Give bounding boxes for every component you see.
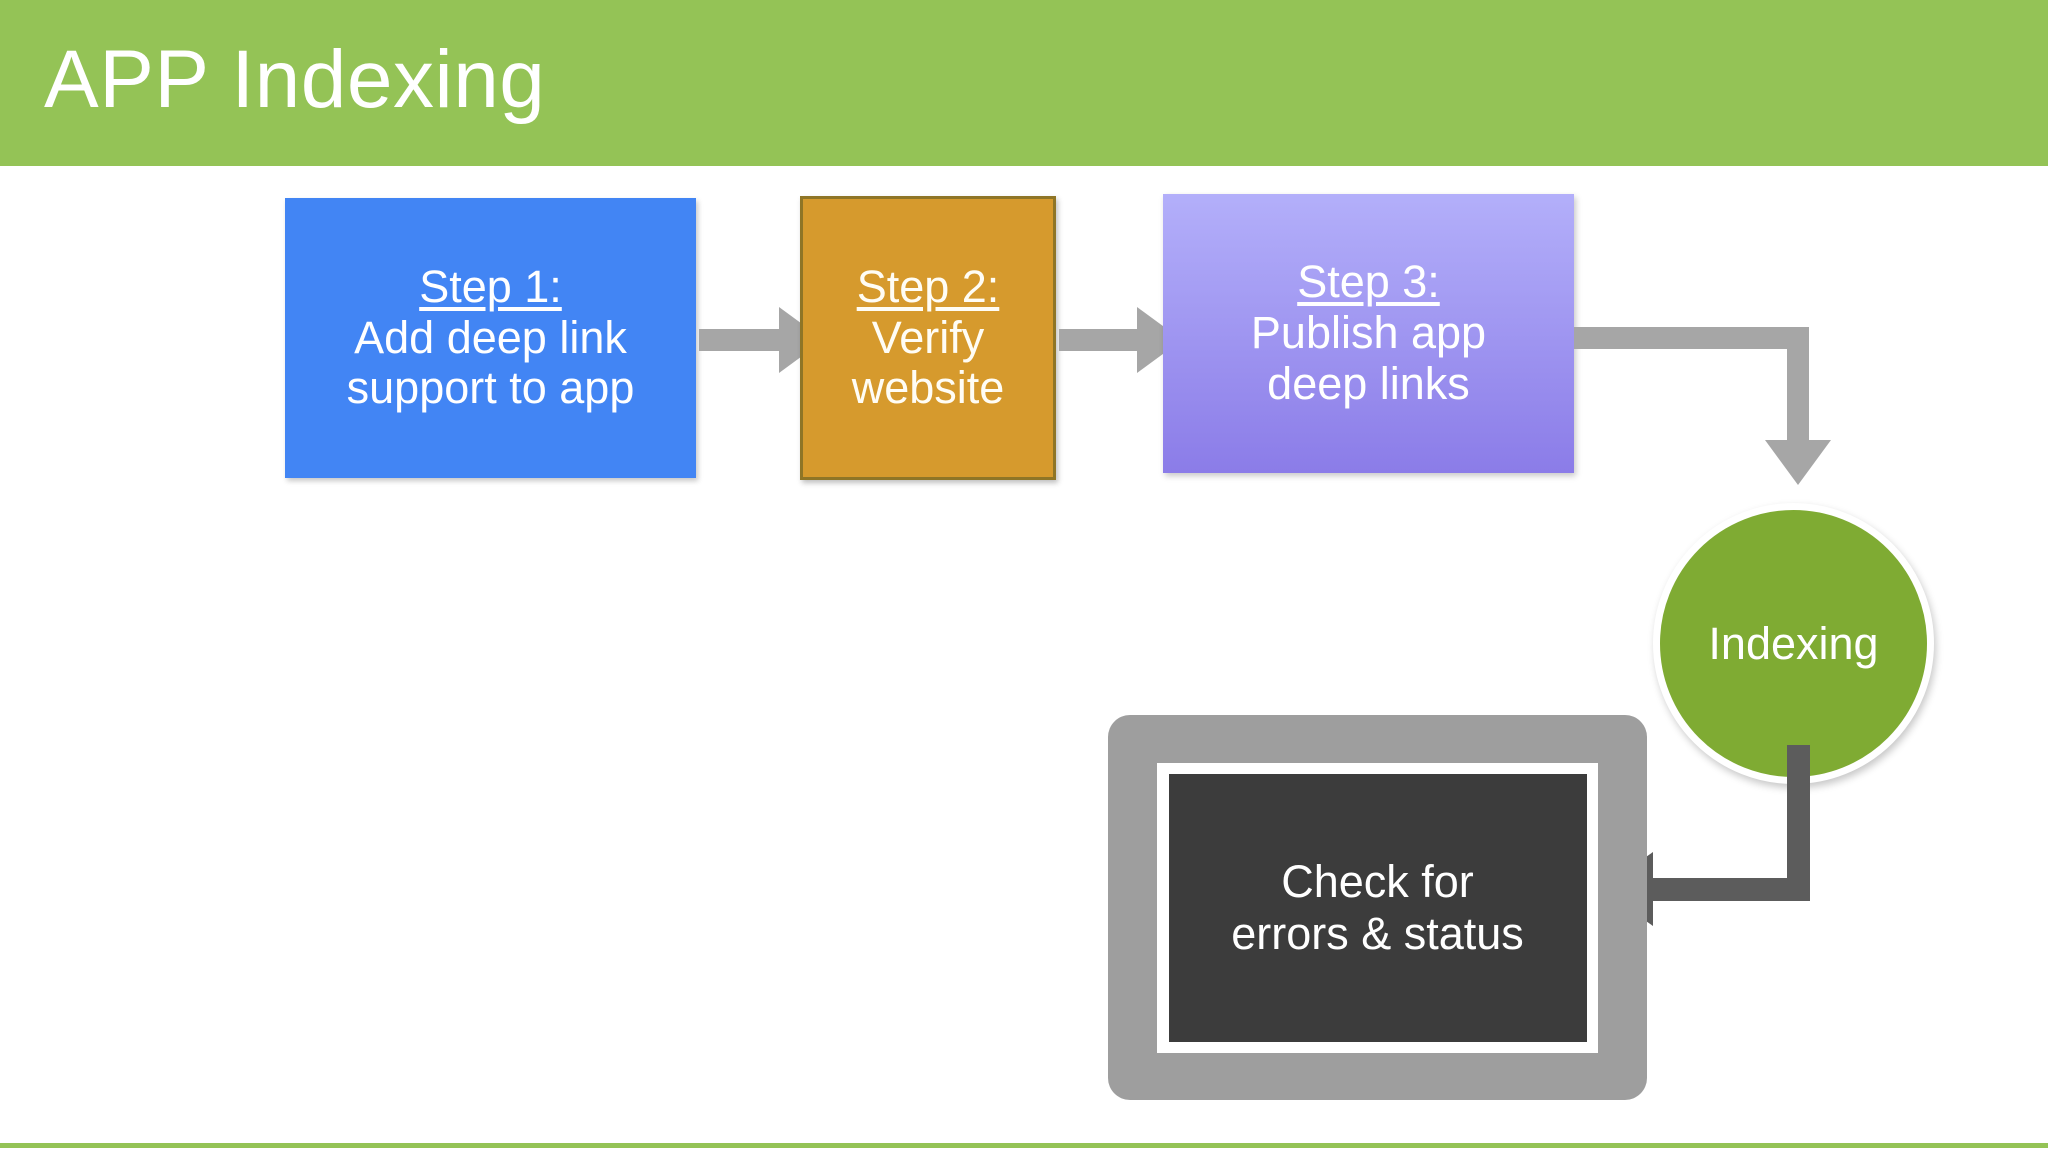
- step-1-body-line-2: support to app: [346, 362, 635, 414]
- indexing-node-label: Indexing: [1708, 617, 1879, 669]
- step-3-body-line-1: Publish app: [1250, 307, 1487, 359]
- tablet-screen: Check for errors & status: [1168, 773, 1587, 1042]
- step-2-label: Step 2:: [856, 260, 1000, 312]
- step-1-box[interactable]: Step 1: Add deep link support to app: [285, 198, 696, 478]
- tablet-screen-line-1: Check for: [1281, 855, 1474, 907]
- footer-rule: [0, 1143, 2048, 1148]
- tablet-screen-line-2: errors & status: [1231, 907, 1524, 959]
- connector-indexing-to-tablet-horizontal: [1653, 878, 1810, 901]
- connector-indexing-to-tablet-vertical: [1787, 745, 1810, 900]
- step-2-body-line-1: Verify: [871, 311, 985, 363]
- step-3-label: Step 3:: [1297, 256, 1440, 308]
- tablet-device[interactable]: Check for errors & status: [1108, 715, 1647, 1100]
- connector-step3-to-indexing-head-icon: [1765, 440, 1831, 485]
- indexing-node[interactable]: Indexing: [1653, 503, 1934, 784]
- arrow-step2-to-step3-shaft: [1059, 329, 1145, 351]
- step-2-box[interactable]: Step 2: Verify website: [800, 196, 1056, 480]
- connector-step3-to-indexing-vertical: [1787, 327, 1809, 447]
- arrow-step1-to-step2-shaft: [699, 329, 787, 351]
- title-banner: APP Indexing: [0, 0, 2048, 166]
- tablet-bezel: Check for errors & status: [1157, 762, 1598, 1053]
- step-3-body-line-2: deep links: [1267, 357, 1470, 409]
- step-1-body-line-1: Add deep link: [354, 311, 627, 363]
- step-2-body-line-2: website: [851, 362, 1005, 414]
- connector-step3-to-indexing-horizontal: [1574, 327, 1809, 349]
- step-1-label: Step 1:: [419, 260, 562, 312]
- step-3-box[interactable]: Step 3: Publish app deep links: [1163, 194, 1574, 473]
- page-title: APP Indexing: [44, 34, 546, 125]
